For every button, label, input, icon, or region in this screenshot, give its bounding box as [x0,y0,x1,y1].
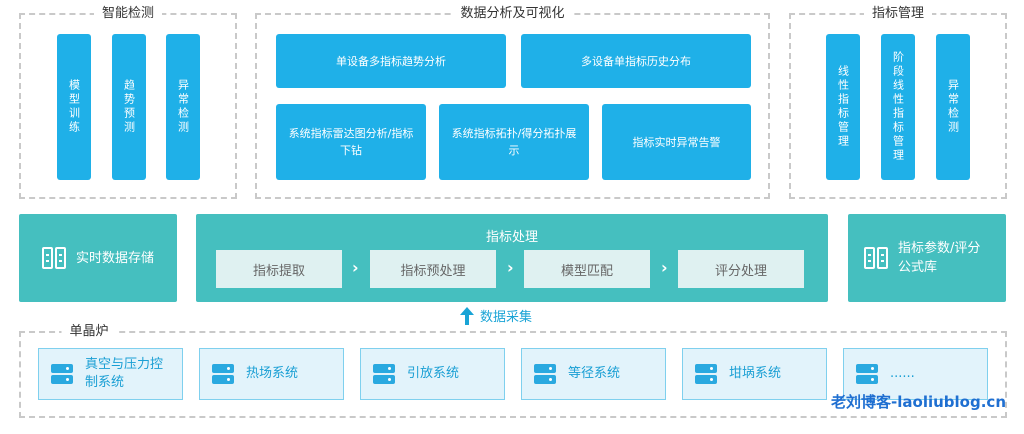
stage-linear-indicator-button[interactable]: 阶段线性指标管理 [881,34,915,180]
system-crucible[interactable]: 坩埚系统 [682,348,827,400]
step-preprocess[interactable]: 指标预处理 [370,250,496,288]
processing-title: 指标处理 [485,230,538,245]
indicator-anomaly-label: 异常检测 [946,79,960,135]
topology-display-button[interactable]: 系统指标拓扑/得分拓扑展示 [439,104,589,180]
database-icon [41,247,66,269]
server-icon [695,364,717,384]
indicator-anomaly-button[interactable]: 异常检测 [936,34,970,180]
database-icon [864,247,888,269]
indicator-mgmt-title: 指标管理 [863,5,933,23]
realtime-storage-label: 实时数据存储 [75,250,154,266]
radar-analysis-button[interactable]: 系统指标雷达图分析/指标下钻 [276,104,426,180]
system-label: 引放系统 [407,366,460,381]
step-scoring[interactable]: 评分处理 [678,250,804,288]
chevron-right-icon: › [661,258,668,277]
analysis-title: 数据分析及可视化 [452,5,573,23]
crystal-furnace-title: 单晶炉 [61,323,117,341]
server-icon [373,364,395,384]
multi-device-history-button[interactable]: 多设备单指标历史分布 [521,34,751,88]
step-model-match[interactable]: 模型匹配 [524,250,650,288]
system-label: 真空与压力控制系统 [85,357,164,390]
step-extract-label: 指标提取 [252,263,305,279]
linear-indicator-label: 线性指标管理 [836,65,850,149]
trend-prediction-button[interactable]: 趋势预测 [112,34,146,180]
chevron-right-icon: › [507,258,514,277]
system-seeding[interactable]: 引放系统 [360,348,505,400]
topology-display-label: 系统指标拓扑/得分拓扑展示 [451,127,577,157]
step-extract[interactable]: 指标提取 [216,250,342,288]
watermark: 老刘博客-laoliublog.cn [831,393,1006,411]
formula-library-box[interactable]: 指标参数/评分公式库 [848,214,1006,302]
model-training-label: 模型训练 [67,79,81,135]
data-collection: 数据采集 [460,306,532,325]
smart-detection-title: 智能检测 [93,5,163,23]
crystal-furnace-group: 单晶炉 [19,323,1007,418]
analysis-group: 数据分析及可视化 单设备多指标趋势分析 多设备单指标历史分布 系统指标雷达图分析… [255,5,770,199]
system-label: 等径系统 [568,366,621,381]
single-device-trend-button[interactable]: 单设备多指标趋势分析 [276,34,506,88]
indicator-processing-box: 指标处理 指标提取 › 指标预处理 › 模型匹配 › 评分处理 [196,214,828,302]
system-label: ...... [890,366,915,381]
model-training-button[interactable]: 模型训练 [57,34,91,180]
trend-prediction-label: 趋势预测 [122,79,136,135]
realtime-storage-box[interactable]: 实时数据存储 [19,214,177,302]
realtime-alarm-label: 指标实时异常告警 [632,135,721,149]
formula-library-label: 指标参数/评分公式库 [898,241,981,275]
single-device-trend-label: 单设备多指标趋势分析 [336,54,446,68]
server-icon [212,364,234,384]
step-scoring-label: 评分处理 [714,263,767,279]
system-label: 热场系统 [246,366,299,381]
arrow-up-icon [460,306,474,325]
system-constant-diameter[interactable]: 等径系统 [521,348,666,400]
realtime-alarm-button[interactable]: 指标实时异常告警 [602,104,751,180]
linear-indicator-button[interactable]: 线性指标管理 [826,34,860,180]
system-vacuum-pressure[interactable]: 真空与压力控制系统 [38,348,183,400]
step-model-match-label: 模型匹配 [560,263,613,279]
radar-analysis-label: 系统指标雷达图分析/指标下钻 [288,127,414,157]
system-more[interactable]: ...... [843,348,988,400]
indicator-mgmt-group: 指标管理 线性指标管理 阶段线性指标管理 异常检测 [789,5,1007,199]
system-thermal-field[interactable]: 热场系统 [199,348,344,400]
smart-detection-group: 智能检测 模型训练 趋势预测 异常检测 [19,5,237,199]
chevron-right-icon: › [352,258,359,277]
anomaly-detection-button[interactable]: 异常检测 [166,34,200,180]
server-icon [51,364,73,384]
step-preprocess-label: 指标预处理 [400,263,466,279]
stage-linear-indicator-label: 阶段线性指标管理 [891,51,905,163]
server-icon [534,364,556,384]
server-icon [856,364,878,384]
system-label: 坩埚系统 [729,366,782,381]
data-collection-label: 数据采集 [480,310,533,325]
multi-device-history-label: 多设备单指标历史分布 [581,54,691,68]
anomaly-detection-label: 异常检测 [176,79,190,135]
